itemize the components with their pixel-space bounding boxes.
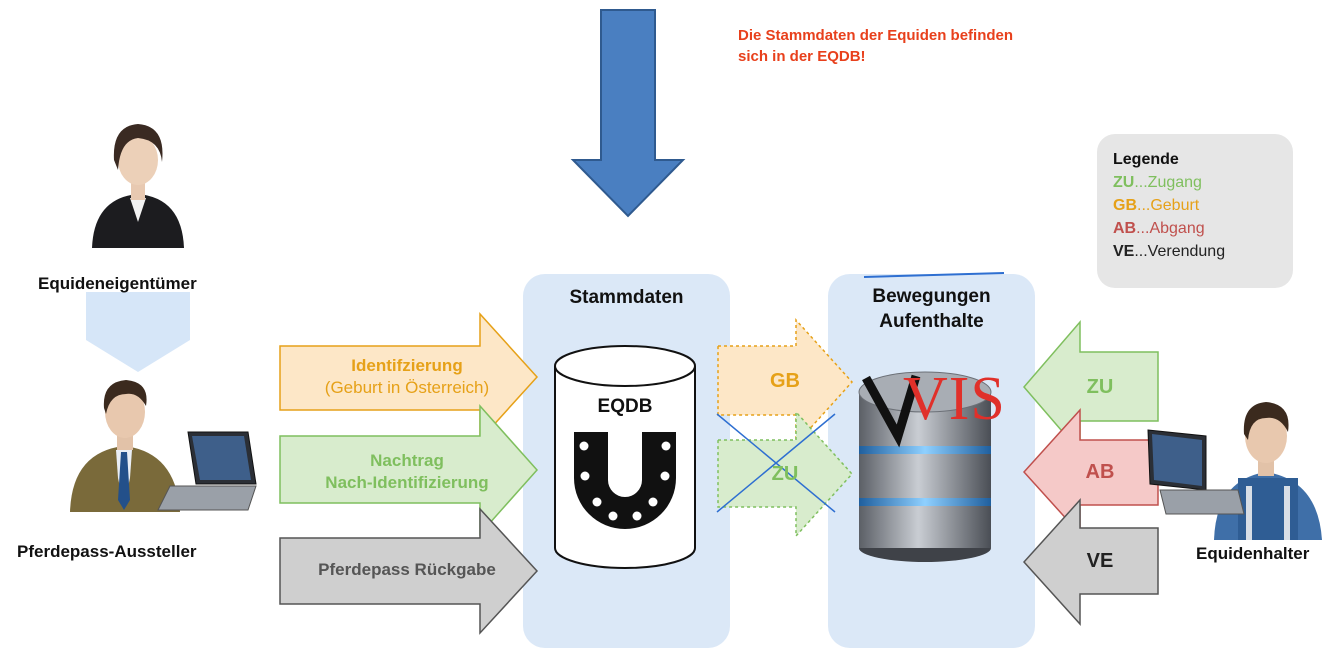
legend-item-ve: VE...Verendung (1113, 240, 1293, 263)
legend-item-ab: AB...Abgang (1113, 217, 1293, 240)
nachtrag-arrow (279, 404, 539, 536)
eqdb-cylinder (554, 345, 696, 569)
legend-item-zu: ZU...Zugang (1113, 171, 1293, 194)
legend-box: Legende ZU...Zugang GB...Geburt AB...Abg… (1097, 134, 1293, 288)
eqdb-label: EQDB (597, 396, 653, 417)
nachtrag-line1: Nachtrag (370, 451, 444, 470)
zu-cross-line-2 (716, 413, 836, 513)
owner-to-issuer-chevron (86, 292, 190, 372)
nachtrag-label: Nachtrag Nach-Identifizierung (282, 450, 532, 494)
legend-abbr: AB (1113, 220, 1137, 237)
identification-line2: (Geburt in Österreich) (324, 378, 490, 397)
holder-label: Equidenhalter (1196, 544, 1310, 563)
ab-label: AB (1085, 461, 1115, 483)
horseshoe-icon (574, 432, 676, 529)
legend-abbr: ZU (1113, 174, 1135, 191)
ab-arrow (1022, 408, 1159, 536)
zu-right-label: ZU (1086, 376, 1114, 398)
zu-middle-label: ZU (771, 463, 799, 485)
vis-database-icon (858, 371, 992, 562)
identification-line1: Identifzierung (351, 356, 463, 375)
gb-label: GB (770, 370, 800, 392)
legend-text: ...Verendung (1134, 243, 1226, 260)
identification-label: Identifzierung (Geburt in Österreich) (282, 355, 532, 399)
rueckgabe-label: Pferdepass Rückgabe (318, 560, 496, 579)
holder-avatar (1147, 402, 1322, 540)
ve-label: VE (1086, 550, 1114, 572)
owner-label: Equideneigentümer (38, 274, 197, 293)
owner-avatar (92, 124, 184, 248)
stammdaten-input-arrow (570, 9, 686, 218)
zu-right-arrow (1023, 319, 1159, 455)
eqdb-note: Die Stammdaten der Equiden befinden sich… (738, 25, 1013, 67)
bewegungen-top-line (863, 272, 1005, 278)
legend-item-gb: GB...Geburt (1113, 194, 1293, 217)
identification-arrow (279, 312, 539, 442)
nachtrag-line2: Nach-Identifizierung (325, 473, 489, 492)
issuer-label: Pferdepass-Aussteller (17, 542, 197, 561)
bewegungen-title-line2: Aufenthalte (879, 311, 984, 332)
legend-text: ...Zugang (1134, 174, 1202, 191)
vis-logo-text: VIS (903, 368, 1006, 430)
issuer-avatar (70, 380, 257, 512)
rueckgabe-arrow (279, 507, 539, 635)
stammdaten-title: Stammdaten (569, 287, 684, 308)
vis-logo-letters: VIS (903, 365, 1006, 433)
legend-title: Legende (1113, 151, 1179, 168)
ve-arrow (1022, 498, 1159, 626)
legend-text: ...Abgang (1136, 220, 1205, 237)
legend-abbr: GB (1113, 197, 1137, 214)
gb-arrow (717, 318, 854, 446)
legend-abbr: VE (1113, 243, 1135, 260)
eqdb-note-line2: sich in der EQDB! (738, 48, 866, 65)
legend-text: ...Geburt (1137, 197, 1200, 214)
eqdb-note-line1: Die Stammdaten der Equiden befinden (738, 27, 1014, 44)
bewegungen-title-line1: Bewegungen (872, 286, 991, 307)
